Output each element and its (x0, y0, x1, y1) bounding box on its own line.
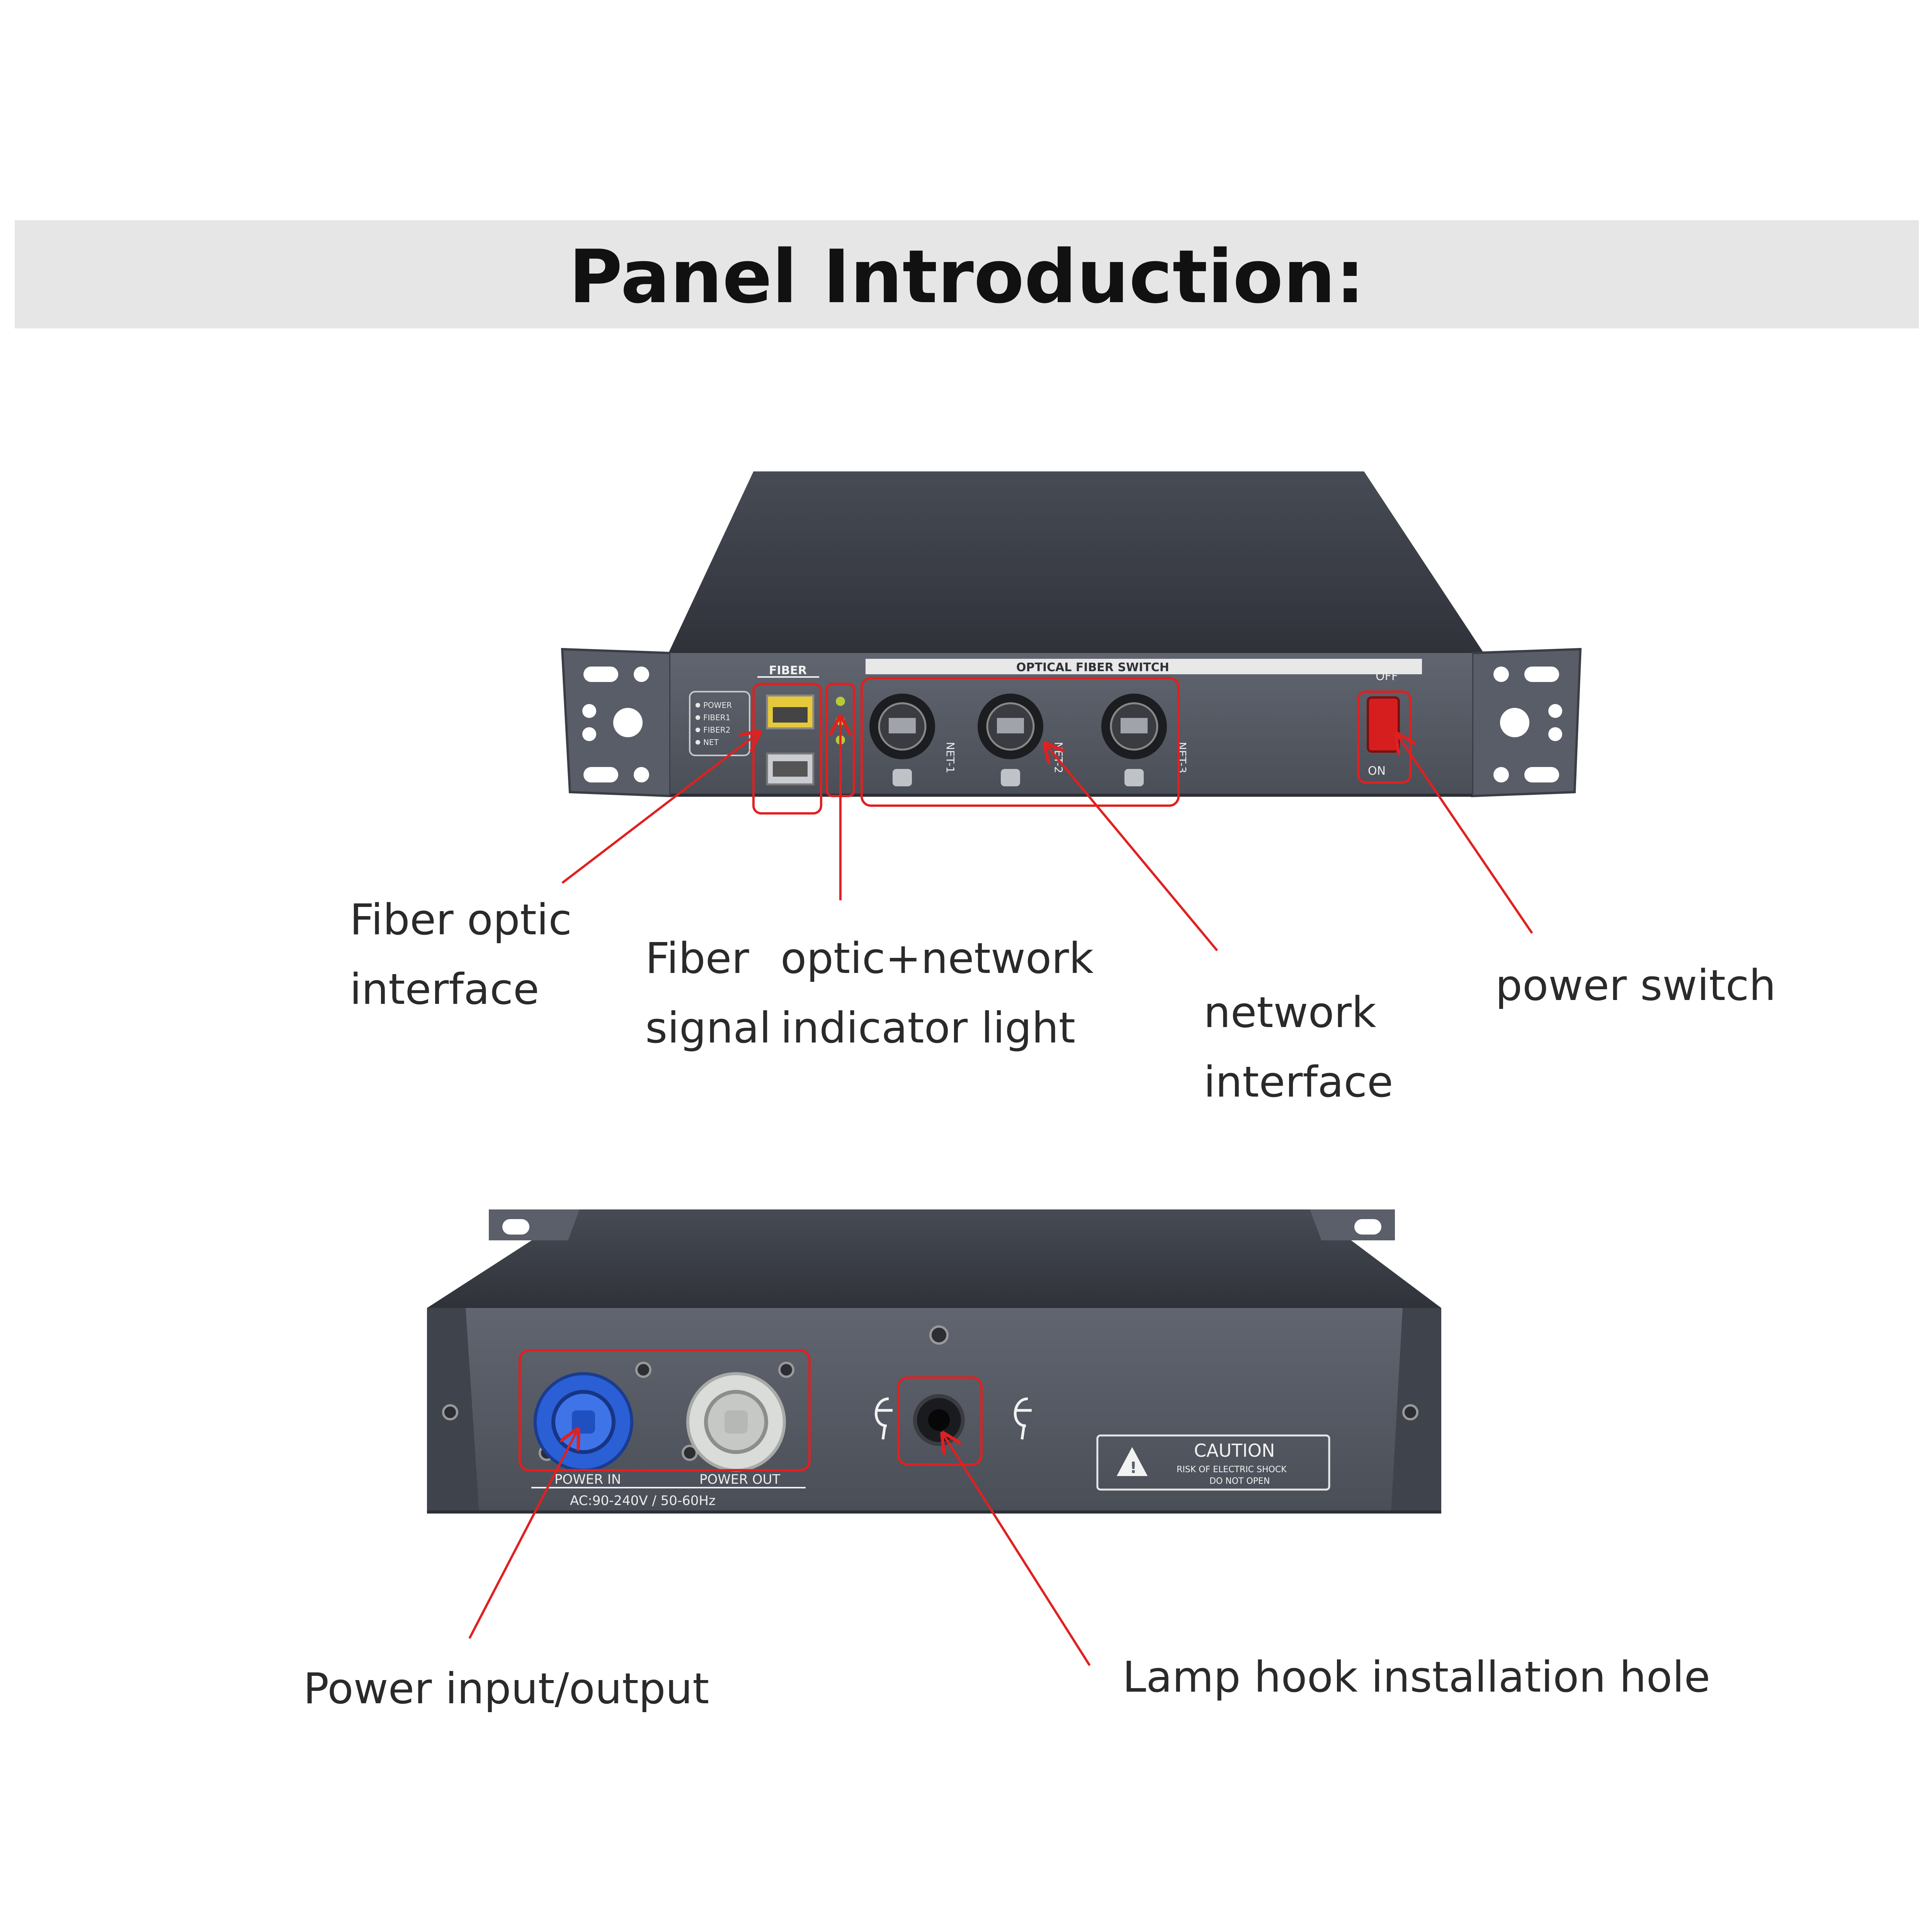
model-label: OPTICAL FIBER SWITCH (1016, 661, 1169, 674)
hook-icon (874, 1397, 1032, 1440)
callout-indicator-light-2a: signal (645, 1003, 771, 1053)
front-ear-holes-right (1493, 667, 1562, 782)
switch-on-label: ON (1368, 764, 1386, 778)
callout-indicator-light-1b: optic+network (781, 934, 1094, 983)
net-port-3[interactable]: NET-3 (1101, 694, 1189, 786)
net-port-1-label: NET-1 (944, 742, 957, 773)
callout-fiber-optic-interface-line1: Fiber optic (350, 895, 572, 944)
callout-network-interface-line1: network (1204, 988, 1376, 1037)
callout-indicator-light-row1: Fiber optic+network (645, 923, 1094, 993)
callout-indicator-light-2b: indicator light (781, 1003, 1075, 1053)
powercon-in-connector[interactable] (534, 1372, 633, 1472)
network-ports[interactable]: NET-1 NET-2 NET-3 (869, 694, 1189, 786)
status-led-fiber1: FIBER1 (703, 713, 730, 722)
callout-network-interface-line2: interface (1204, 1057, 1393, 1107)
switch-off-label: OFF (1376, 670, 1398, 683)
rear-rack-ear-left (489, 1209, 580, 1240)
title-band: Panel Introduction: (15, 220, 1919, 328)
rear-highlight-boxes (519, 1349, 983, 1471)
callout-network-interface: network interface (1204, 978, 1393, 1117)
status-led-labels: POWER FIBER1 FIBER2 NET (696, 701, 732, 747)
status-led-net: NET (703, 738, 719, 747)
callout-fiber-optic-interface: Fiber optic interface (350, 885, 572, 1024)
callout-power-switch: power switch (1495, 961, 1776, 1010)
rear-chassis-top (427, 1209, 1441, 1308)
callout-lamp-hook: Lamp hook installation hole (1122, 1652, 1711, 1702)
page-title: Panel Introduction: (568, 234, 1365, 320)
status-led-label-box (689, 691, 750, 756)
status-led-power: POWER (703, 701, 732, 710)
lamp-hook-hole[interactable] (913, 1394, 965, 1446)
net-port-1[interactable]: NET-1 (869, 694, 957, 786)
caution-label: ! CAUTION RISK OF ELECTRIC SHOCK DO NOT … (1096, 1434, 1330, 1491)
rear-panel-device: POWER IN POWER OUT AC:90-240V / 50-60Hz … (427, 1209, 1441, 1666)
power-out-label: POWER OUT (699, 1472, 780, 1487)
front-chassis-top (668, 471, 1484, 653)
rear-leader-arrows (468, 1430, 1091, 1666)
warning-triangle-icon (1117, 1447, 1148, 1476)
svg-text:!: ! (1130, 1459, 1137, 1477)
caution-line-1: RISK OF ELECTRIC SHOCK (1177, 1465, 1287, 1475)
rear-rack-ear-right (1310, 1209, 1395, 1240)
net-port-2-label: NET-2 (1052, 742, 1065, 773)
power-in-label: POWER IN (554, 1472, 621, 1487)
front-panel-device: POWER FIBER1 FIBER2 NET FIBER OPTICAL FI… (561, 471, 1582, 951)
front-ear-holes-left (582, 667, 649, 782)
net-port-2[interactable]: NET-2 (978, 694, 1065, 786)
caution-line-2: DO NOT OPEN (1209, 1476, 1270, 1486)
callout-power-io: Power input/output (303, 1664, 709, 1713)
fiber-label: FIBER (769, 664, 807, 677)
voltage-label: AC:90-240V / 50-60Hz (570, 1493, 716, 1509)
caution-title: CAUTION (1194, 1440, 1275, 1461)
powercon-out-connector[interactable] (686, 1372, 786, 1472)
status-led-fiber2: FIBER2 (703, 725, 730, 735)
front-leader-arrows (561, 717, 1533, 951)
power-switch[interactable] (1367, 696, 1400, 753)
callout-fiber-optic-interface-line2: interface (350, 964, 539, 1014)
rear-screws (442, 1325, 1418, 1461)
callout-indicator-light-1a: Fiber (645, 934, 749, 983)
